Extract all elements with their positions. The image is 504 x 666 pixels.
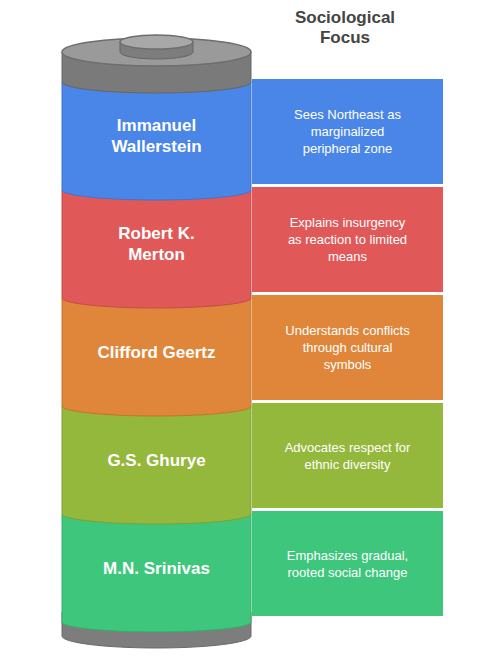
focus-description: Advocates respect for ethnic diversity	[282, 439, 414, 473]
cylinder-band: Robert K. Merton	[62, 190, 251, 298]
focus-box: Sees Northeast as marginalized periphera…	[252, 79, 443, 184]
diagram-title: Sociological Focus	[285, 8, 405, 48]
cylinder-band: Clifford Geertz	[62, 298, 251, 406]
cylinder-band: G.S. Ghurye	[62, 406, 251, 514]
focus-description: Emphasizes gradual, rooted social change	[282, 547, 414, 581]
person-name: M.N. Srinivas	[103, 558, 210, 579]
focus-box: Understands conflicts through cultural s…	[252, 295, 443, 400]
person-name: Robert K. Merton	[92, 223, 222, 265]
focus-description: Understands conflicts through cultural s…	[282, 322, 414, 373]
focus-description: Sees Northeast as marginalized periphera…	[282, 106, 414, 157]
cylinder-band: Immanuel Wallerstein	[62, 82, 251, 190]
cylinder-band: M.N. Srinivas	[62, 514, 251, 622]
person-name: G.S. Ghurye	[107, 450, 205, 471]
focus-box: Explains insurgency as reaction to limit…	[252, 187, 443, 292]
focus-description: Explains insurgency as reaction to limit…	[282, 214, 414, 265]
focus-box: Emphasizes gradual, rooted social change	[252, 511, 443, 616]
focus-box: Advocates respect for ethnic diversity	[252, 403, 443, 508]
person-name: Clifford Geertz	[97, 342, 215, 363]
cylinder-cap	[0, 0, 504, 110]
person-name: Immanuel Wallerstein	[92, 115, 222, 157]
